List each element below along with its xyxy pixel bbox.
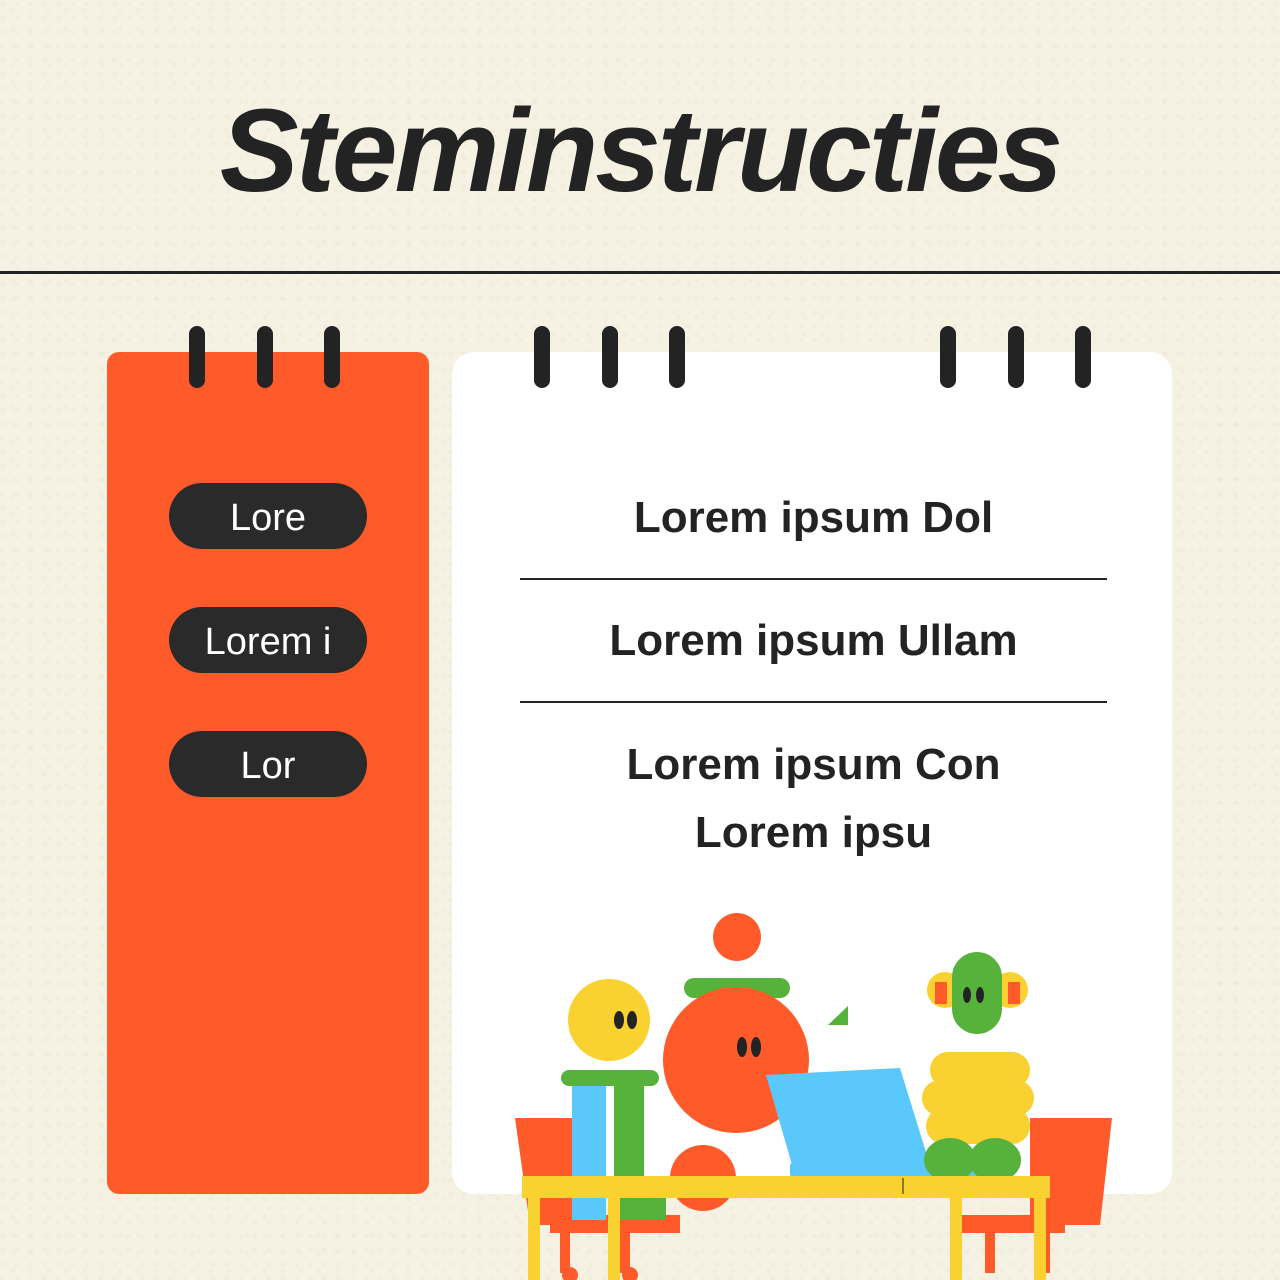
right-notepad: [452, 352, 1172, 1194]
header-divider: [0, 271, 1280, 274]
menu-item-1[interactable]: Lorem ipsum Dol: [633, 493, 994, 542]
chair-right: [1030, 1118, 1112, 1225]
menu-item-2[interactable]: Lorem ipsum Ullam: [609, 616, 1018, 665]
binder-ring-icon: [935, 326, 961, 394]
menu-divider: [520, 701, 1107, 703]
binder-ring-icon: [1070, 326, 1096, 394]
binder-ring-icon: [664, 326, 690, 394]
pill-button-3[interactable]: Lor: [169, 731, 367, 797]
people-at-desk-illustration: [515, 913, 1112, 1280]
pill-button-2[interactable]: Lorem i: [169, 607, 367, 673]
laptop: [766, 1068, 930, 1175]
menu-item-3[interactable]: Lorem ipsum Con Lorem ipsu: [626, 740, 1001, 857]
binder-ring-icon: [529, 326, 555, 394]
menu-divider: [520, 578, 1107, 580]
binder-ring-icon: [252, 326, 278, 394]
yellow-head: [568, 979, 650, 1061]
page-title: Steminstructies: [219, 85, 1063, 217]
binder-ring-icon: [184, 326, 210, 394]
binder-ring-icon: [597, 326, 623, 394]
desk: [522, 1176, 1050, 1198]
pill-button-1[interactable]: Lore: [169, 483, 367, 549]
binder-ring-icon: [319, 326, 345, 394]
binder-ring-icon: [1003, 326, 1029, 394]
